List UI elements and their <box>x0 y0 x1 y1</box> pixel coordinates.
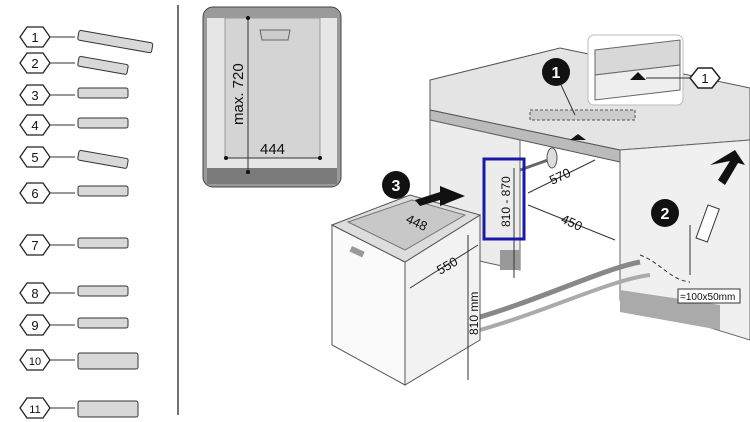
parts-list-item: 6 <box>19 182 129 204</box>
part-illustration <box>77 352 139 370</box>
part-illustration <box>77 29 154 54</box>
niche-dimensions: 570 450 810 - 870 <box>482 157 616 278</box>
valve-icon <box>695 204 720 243</box>
arrow-icon <box>710 150 745 185</box>
step-3-number: 3 <box>392 178 401 195</box>
opening-size-label: =100x50mm <box>680 292 735 303</box>
height-label: 810 mm <box>467 292 481 335</box>
part-number: 5 <box>31 150 38 165</box>
part-number: 3 <box>31 88 38 103</box>
part-illustration <box>77 237 129 249</box>
part-number: 6 <box>31 186 38 201</box>
part-number: 4 <box>31 118 38 133</box>
parts-list-item: 5 <box>19 146 129 169</box>
parts-list-item: 3 <box>19 84 129 106</box>
front-panel-illustration: max. 720 444 <box>202 6 342 188</box>
part-illustration <box>77 317 129 329</box>
connection-detail: =100x50mm <box>639 204 741 304</box>
step-1-marker <box>542 58 570 86</box>
parts-list-item: 11 <box>19 397 139 419</box>
part-number: 2 <box>31 56 38 71</box>
niche-height-range: 810 - 870 <box>499 176 513 227</box>
detail-inset: 1 <box>587 34 721 106</box>
parts-list-item: 4 <box>19 114 129 136</box>
part-illustration <box>77 117 129 129</box>
niche-depth-label: 570 <box>547 165 573 188</box>
part-number: 7 <box>31 238 38 253</box>
step-2-marker <box>651 199 679 227</box>
part-illustration <box>77 400 139 418</box>
step-2-number: 2 <box>661 206 670 223</box>
step-3-marker <box>382 171 410 199</box>
part-illustration <box>77 87 129 99</box>
parts-list-item: 2 <box>19 52 129 75</box>
parts-list-item: 10 <box>19 349 139 371</box>
panel-width-label: 444 <box>260 141 285 158</box>
hose-icon <box>469 259 641 323</box>
door-handle-icon <box>259 29 291 41</box>
part-number: 10 <box>29 356 41 368</box>
part-number: 9 <box>31 318 38 333</box>
panel-height-label: max. 720 <box>230 63 247 125</box>
part-number: 8 <box>31 286 38 301</box>
detail-callout-number: 1 <box>701 71 708 86</box>
highlight-box <box>482 157 526 241</box>
parts-list-item: 8 <box>19 282 129 304</box>
step-1-number: 1 <box>552 65 561 82</box>
dishwasher-illustration: 448 550 810 mm <box>330 186 482 386</box>
part-illustration <box>77 185 129 197</box>
niche-width-label: 450 <box>559 211 585 234</box>
parts-list: 1 2 3 4 5 6 7 8 9 10 11 <box>19 26 154 419</box>
part-number: 1 <box>31 30 38 45</box>
parts-list-item: 1 <box>19 26 154 54</box>
part-illustration <box>77 285 129 297</box>
part-illustration <box>77 149 129 169</box>
arrow-up-icon <box>570 134 586 140</box>
parts-list-item: 7 <box>19 234 129 256</box>
slide-in-arrow-icon <box>415 186 465 206</box>
part-number: 11 <box>29 404 40 416</box>
part-illustration <box>77 55 129 75</box>
parts-list-item: 9 <box>19 314 129 336</box>
